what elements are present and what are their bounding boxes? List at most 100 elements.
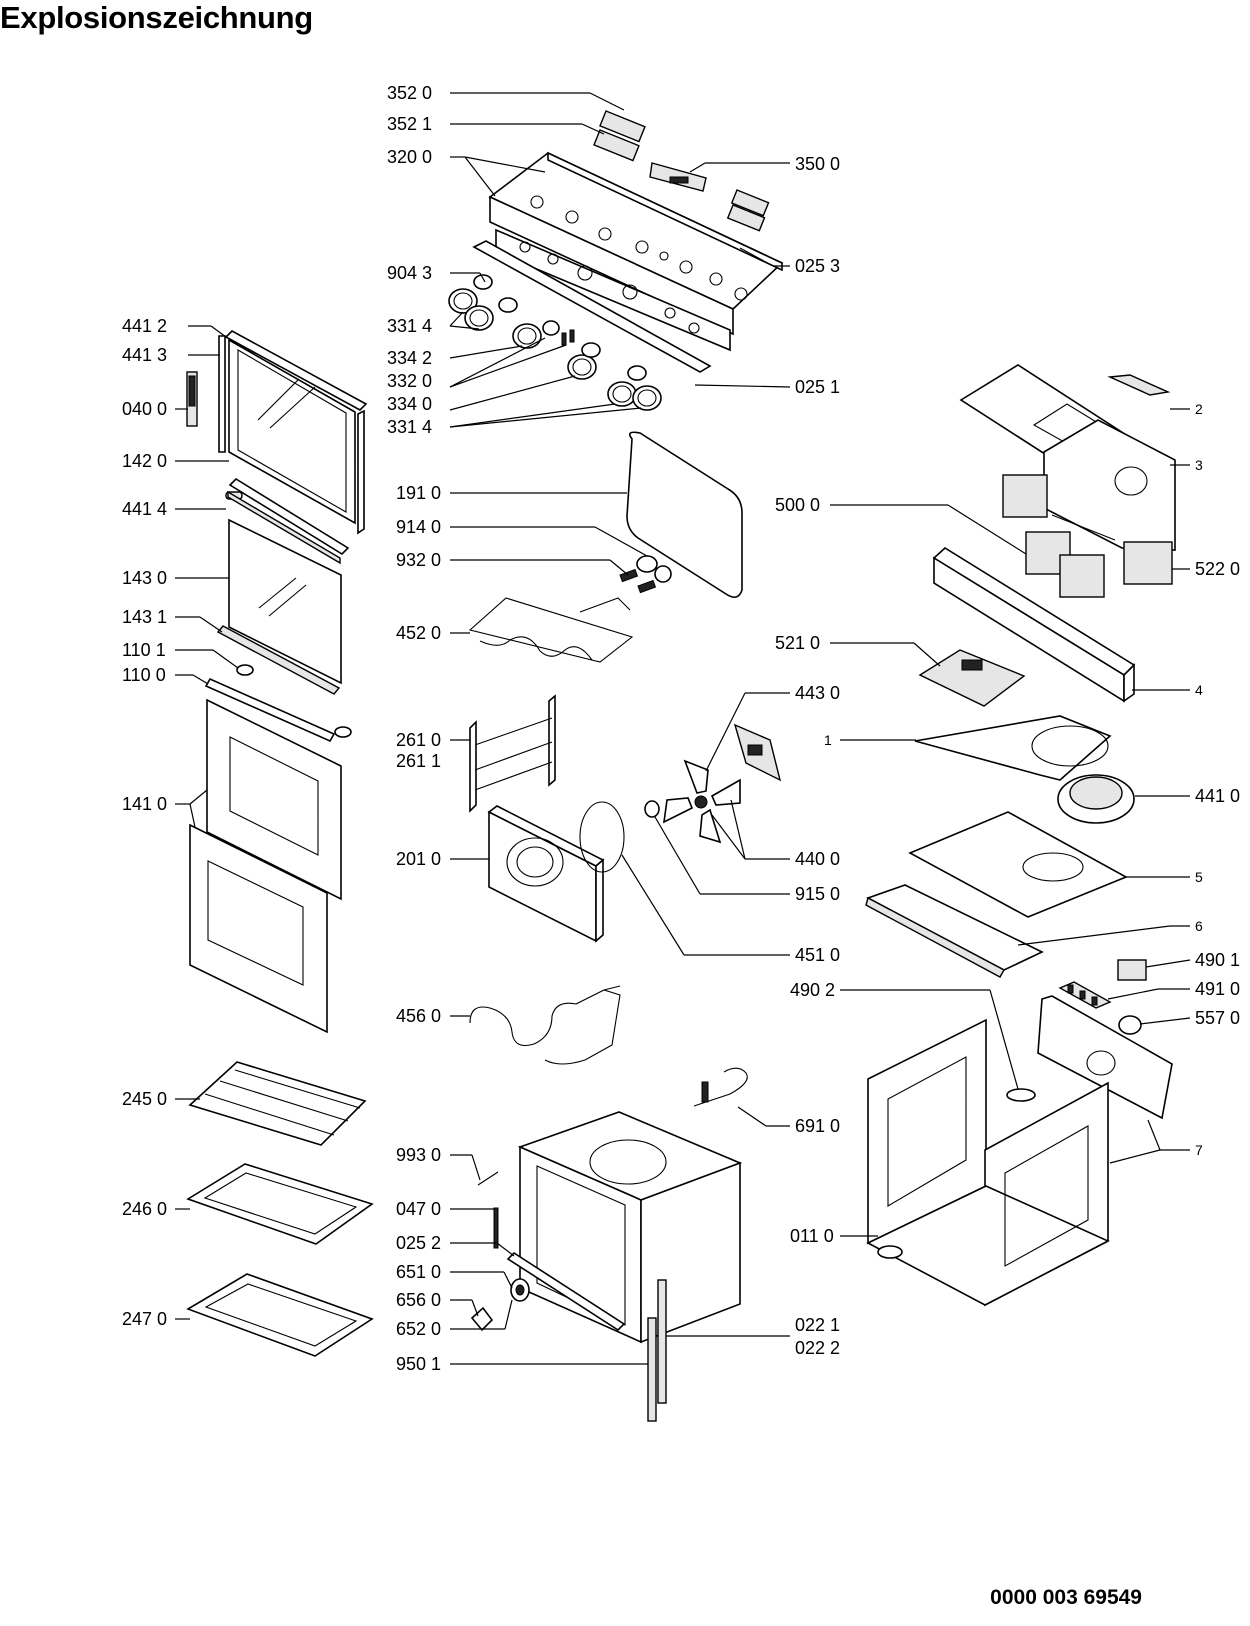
label-350-0: 350 0 bbox=[795, 154, 840, 174]
control-panel-rear-part bbox=[495, 228, 731, 352]
label-331-4b: 331 4 bbox=[387, 417, 432, 437]
label-334-2: 334 2 bbox=[387, 348, 432, 368]
base-plate-part bbox=[865, 884, 1044, 978]
label-914-0: 914 0 bbox=[396, 517, 441, 537]
label-143-0: 143 0 bbox=[122, 568, 167, 588]
label-331-4a: 331 4 bbox=[387, 316, 432, 336]
label-332-0: 332 0 bbox=[387, 371, 432, 391]
control-panel-part bbox=[488, 151, 784, 336]
thermostat-part bbox=[1006, 1088, 1036, 1102]
fan-cover-part bbox=[487, 805, 605, 943]
label-191-0: 191 0 bbox=[396, 483, 441, 503]
label-247-0: 247 0 bbox=[122, 1309, 167, 1329]
bracket-490-part bbox=[1117, 959, 1147, 981]
document-number: 0000 003 69549 bbox=[990, 1586, 1142, 1609]
label-047-0: 047 0 bbox=[396, 1199, 441, 1219]
label-246-0: 246 0 bbox=[122, 1199, 167, 1219]
label-352-1: 352 1 bbox=[387, 114, 432, 134]
latch-part bbox=[493, 1207, 499, 1249]
knob-bottom-part bbox=[470, 1278, 530, 1332]
label-500-0: 500 0 bbox=[775, 495, 820, 515]
oven-housing-part bbox=[866, 1018, 1110, 1307]
label-651-0: 651 0 bbox=[396, 1262, 441, 1282]
label-6: 6 bbox=[1195, 918, 1203, 934]
label-022-2: 022 2 bbox=[795, 1338, 840, 1358]
fan-blade-part bbox=[663, 759, 741, 844]
label-4: 4 bbox=[1195, 682, 1203, 698]
outer-door-glass-part bbox=[206, 698, 342, 901]
insulation-plate-part bbox=[908, 811, 1128, 918]
label-950-1: 950 1 bbox=[396, 1354, 441, 1374]
label-441-4: 441 4 bbox=[122, 499, 167, 519]
label-932-0: 932 0 bbox=[396, 550, 441, 570]
label-443-0: 443 0 bbox=[795, 683, 840, 703]
label-490-1: 490 1 bbox=[1195, 950, 1240, 970]
label-451-0: 451 0 bbox=[795, 945, 840, 965]
label-141-0: 141 0 bbox=[122, 794, 167, 814]
label-490-2: 490 2 bbox=[790, 980, 835, 1000]
label-320-0: 320 0 bbox=[387, 147, 432, 167]
label-557-0: 557 0 bbox=[1195, 1008, 1240, 1028]
temperature-sensor-part bbox=[693, 1067, 748, 1107]
side-rail-part bbox=[647, 1279, 667, 1422]
label-441-2: 441 2 bbox=[122, 316, 167, 336]
door-handle-part bbox=[204, 664, 352, 743]
label-025-3: 025 3 bbox=[795, 256, 840, 276]
outer-door-panel-part bbox=[189, 823, 328, 1034]
part-labels: 352 0 352 1 320 0 350 0 904 3 025 3 441 … bbox=[122, 83, 1240, 1374]
label-652-0: 652 0 bbox=[396, 1319, 441, 1339]
door-seal-part bbox=[626, 431, 743, 598]
hinge-part bbox=[186, 371, 198, 427]
label-261-1: 261 1 bbox=[396, 751, 441, 771]
label-521-0: 521 0 bbox=[775, 633, 820, 653]
label-025-2: 025 2 bbox=[396, 1233, 441, 1253]
panel-board-350-part bbox=[649, 162, 707, 192]
label-491-0: 491 0 bbox=[1195, 979, 1240, 999]
label-440-0: 440 0 bbox=[795, 849, 840, 869]
screw-part bbox=[477, 1171, 499, 1186]
label-2: 2 bbox=[1195, 401, 1203, 417]
fan-motor-part bbox=[733, 723, 782, 782]
label-352-0: 352 0 bbox=[387, 83, 432, 103]
label-025-1: 025 1 bbox=[795, 377, 840, 397]
inner-glass-part bbox=[228, 518, 342, 685]
label-110-0: 110 0 bbox=[122, 665, 166, 685]
panel-strip-part bbox=[472, 240, 712, 373]
label-7: 7 bbox=[1195, 1142, 1203, 1158]
label-022-1: 022 1 bbox=[795, 1315, 840, 1335]
fan-nut-part bbox=[644, 800, 660, 818]
top-heating-element-part bbox=[468, 597, 634, 663]
rear-panel-part bbox=[1037, 995, 1173, 1120]
label-245-0: 245 0 bbox=[122, 1089, 167, 1109]
fan-ring-part bbox=[579, 801, 625, 873]
label-441-0: 441 0 bbox=[1195, 786, 1240, 806]
rear-cover-part bbox=[1043, 419, 1176, 551]
oven-cavity-part bbox=[517, 1111, 743, 1344]
leader-lines bbox=[175, 92, 1191, 1365]
label-011-0: 011 0 bbox=[790, 1226, 834, 1246]
label-5: 5 bbox=[1195, 869, 1203, 885]
label-915-0: 915 0 bbox=[795, 884, 840, 904]
bottom-heating-element-part bbox=[469, 985, 621, 1065]
baking-tray-part bbox=[186, 1163, 374, 1245]
label-656-0: 656 0 bbox=[396, 1290, 441, 1310]
door-frame-part bbox=[218, 330, 368, 535]
glass-rail-part bbox=[216, 625, 341, 695]
cooling-fan-part bbox=[1057, 774, 1135, 824]
label-261-0: 261 0 bbox=[396, 730, 441, 750]
door-trim-part bbox=[227, 477, 350, 565]
air-duct-part bbox=[914, 715, 1112, 781]
knob-set-part bbox=[448, 274, 662, 411]
label-143-1: 143 1 bbox=[122, 607, 167, 627]
label-1: 1 bbox=[824, 732, 832, 748]
label-040-0: 040 0 bbox=[122, 399, 167, 419]
label-3: 3 bbox=[1195, 457, 1203, 473]
label-456-0: 456 0 bbox=[396, 1006, 441, 1026]
relay-block-part bbox=[1002, 474, 1173, 598]
label-441-3: 441 3 bbox=[122, 345, 167, 365]
label-522-0: 522 0 bbox=[1195, 559, 1240, 579]
deep-tray-part bbox=[186, 1273, 374, 1357]
label-691-0: 691 0 bbox=[795, 1116, 840, 1136]
page-title: Explosionszeichnung bbox=[0, 0, 313, 35]
